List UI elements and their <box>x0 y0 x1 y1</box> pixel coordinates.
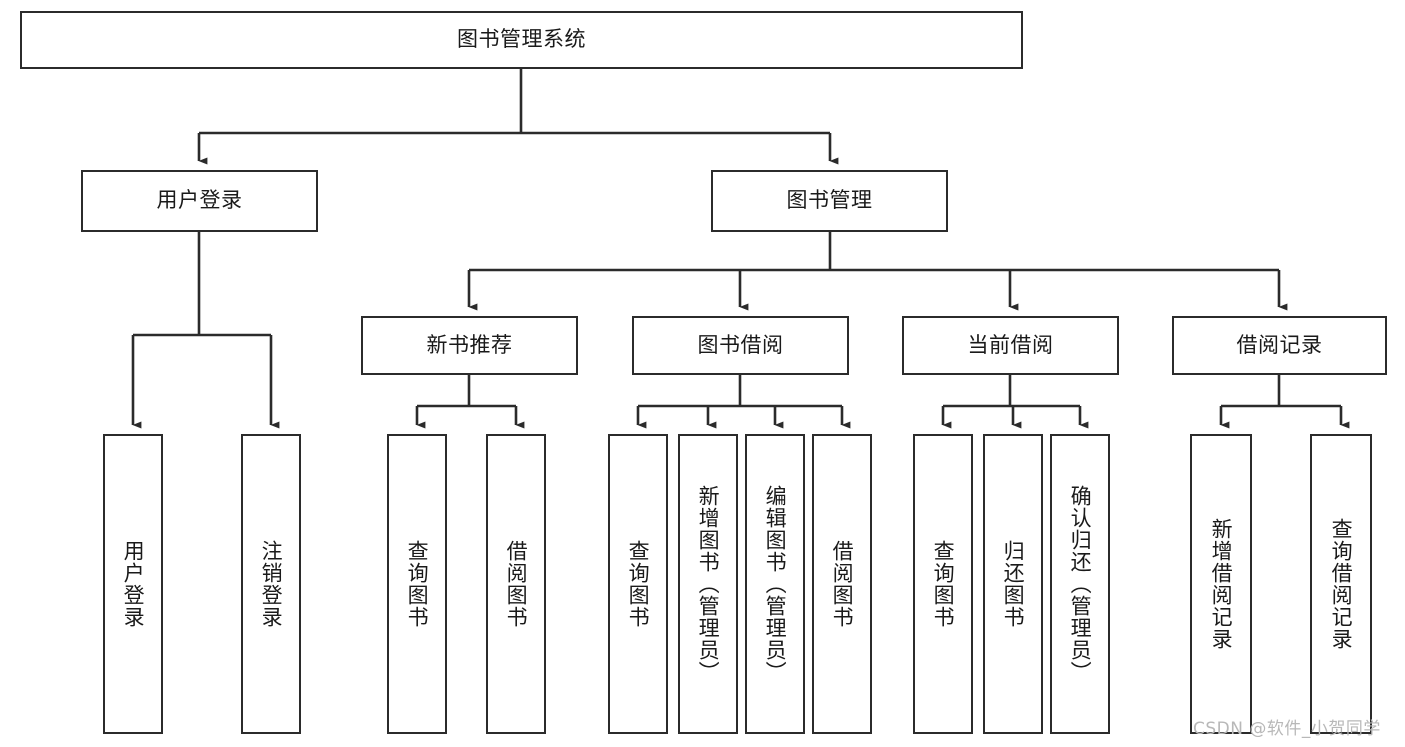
node-root[interactable]: 图书管理系统 <box>20 11 1023 69</box>
node-current-borrow[interactable]: 当前借阅 <box>902 316 1119 375</box>
node-new-book-recommend-label: 新书推荐 <box>426 332 513 357</box>
node-leaf-user-login[interactable]: 用户登录 <box>103 434 163 734</box>
node-leaf-borrow-book-1-label: 借阅图书 <box>504 540 529 628</box>
node-leaf-return-book[interactable]: 归还图书 <box>983 434 1043 734</box>
node-borrow-record-label: 借阅记录 <box>1236 332 1323 357</box>
node-user-login-label: 用户登录 <box>156 188 243 213</box>
node-leaf-query-book-2-label: 查询图书 <box>626 540 651 628</box>
node-leaf-add-record[interactable]: 新增借阅记录 <box>1190 434 1252 734</box>
node-leaf-query-book-3[interactable]: 查询图书 <box>913 434 973 734</box>
node-leaf-query-record-label: 查询借阅记录 <box>1329 518 1354 650</box>
node-book-borrow-label: 图书借阅 <box>697 332 784 357</box>
node-leaf-edit-book[interactable]: 编辑图书（管理员） <box>745 434 805 734</box>
node-user-login[interactable]: 用户登录 <box>81 170 318 232</box>
node-leaf-query-book-1-label: 查询图书 <box>405 540 430 628</box>
node-leaf-user-logout-label: 注销登录 <box>259 540 284 628</box>
node-leaf-query-book-1[interactable]: 查询图书 <box>387 434 447 734</box>
node-leaf-confirm-return[interactable]: 确认归还（管理员） <box>1050 434 1110 734</box>
node-leaf-query-book-2[interactable]: 查询图书 <box>608 434 668 734</box>
node-leaf-edit-book-label: 编辑图书（管理员） <box>763 485 788 683</box>
node-root-label: 图书管理系统 <box>457 27 586 52</box>
node-leaf-return-book-label: 归还图书 <box>1001 540 1026 628</box>
node-leaf-confirm-return-label: 确认归还（管理员） <box>1068 485 1093 683</box>
node-leaf-add-record-label: 新增借阅记录 <box>1209 518 1234 650</box>
node-leaf-query-record[interactable]: 查询借阅记录 <box>1310 434 1372 734</box>
node-new-book-recommend[interactable]: 新书推荐 <box>361 316 578 375</box>
node-leaf-user-logout[interactable]: 注销登录 <box>241 434 301 734</box>
node-leaf-query-book-3-label: 查询图书 <box>931 540 956 628</box>
node-book-manage[interactable]: 图书管理 <box>711 170 948 232</box>
node-leaf-borrow-book-2[interactable]: 借阅图书 <box>812 434 872 734</box>
node-book-manage-label: 图书管理 <box>786 188 873 213</box>
node-leaf-borrow-book-1[interactable]: 借阅图书 <box>486 434 546 734</box>
node-borrow-record[interactable]: 借阅记录 <box>1172 316 1387 375</box>
node-book-borrow[interactable]: 图书借阅 <box>632 316 849 375</box>
node-leaf-add-book-label: 新增图书（管理员） <box>696 485 721 683</box>
csdn-watermark: CSDN @软件_小贺同学 <box>1193 719 1381 739</box>
node-leaf-borrow-book-2-label: 借阅图书 <box>830 540 855 628</box>
node-leaf-add-book[interactable]: 新增图书（管理员） <box>678 434 738 734</box>
node-current-borrow-label: 当前借阅 <box>967 332 1054 357</box>
node-leaf-user-login-label: 用户登录 <box>121 540 146 628</box>
